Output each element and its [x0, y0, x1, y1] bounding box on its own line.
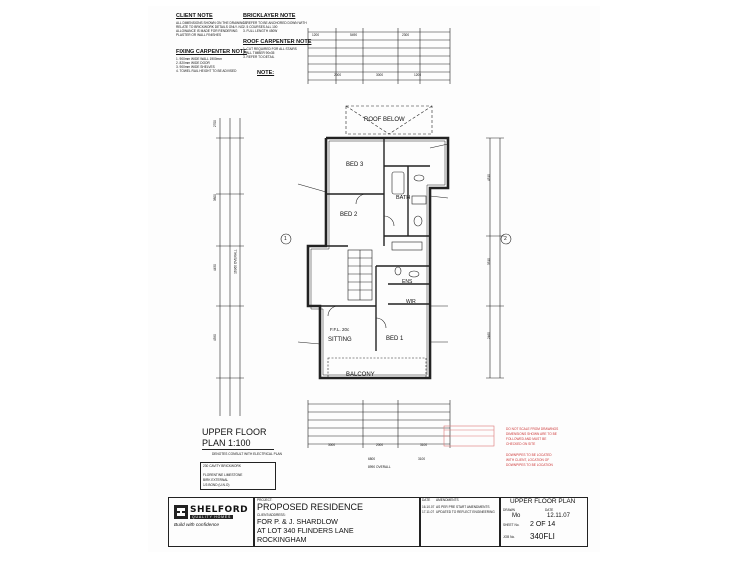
left-dim-overall: 16960 OVERALL	[233, 249, 238, 274]
roof-below-label: ROOF BELOW	[364, 117, 405, 123]
bottom-dim: 2000	[376, 443, 384, 447]
job-no-label: JOB No.	[503, 535, 516, 539]
title-block-logo-cell	[168, 497, 254, 547]
brand-name: SHELFORD	[190, 505, 249, 515]
brand-tagline: Build with confidence	[174, 523, 220, 528]
disclaimer-line: DOWNPIPES TO BE LOCATED	[506, 453, 552, 457]
legend-finish-a: BIRK EXTERNAL	[203, 478, 229, 482]
client-note-line: PLASTER OR WALL FINISHES	[176, 33, 222, 37]
left-dim: 2700	[212, 120, 217, 128]
legend-divider	[202, 449, 274, 450]
shelford-logo: SHELFORD QUALITY HOMES Build with confid…	[174, 505, 248, 531]
top-dim: 2000	[334, 73, 342, 77]
disclaimer-line: DOWNPIPES TO BE LOCATION	[506, 463, 553, 467]
left-dim: 4450	[212, 264, 217, 272]
plan-scale: PLAN 1:100	[202, 438, 251, 448]
bricklayer-note-line: 2. 5 COURSES ALL 100	[243, 25, 278, 29]
room-label-sitting: SITTING	[328, 337, 352, 343]
top-dim: 1200	[414, 73, 422, 77]
left-dim: 4390	[212, 334, 217, 342]
room-label-bed-2: BED 2	[340, 212, 358, 218]
drawn-label: DRAWN	[503, 508, 515, 512]
client-note-line: RELATE TO BRICKWORK DETAILS ONLY. NO	[176, 25, 244, 29]
amend-header-date: DATE	[422, 498, 431, 502]
title-block-amend-cell	[420, 497, 500, 547]
client-note-line: ALL DIMENSIONS SHOWN ON THE DRAWINGS	[176, 21, 247, 25]
shelford-logo-mark-icon	[174, 505, 188, 519]
fixing-note-title: FIXING CARPENTER NOTE	[176, 49, 247, 55]
room-label-wir: WIR	[406, 299, 416, 305]
date-value: 12.11.07	[547, 513, 570, 519]
top-dim: 3000	[376, 73, 384, 77]
sheet-no-label: SHEET No.	[503, 523, 520, 527]
date-label: DATE	[545, 508, 554, 512]
right-dim: 4310	[486, 174, 491, 182]
roof-note-title: ROOF CARPENTER NOTE	[243, 39, 312, 45]
legend-limestone: FLORENTINE LIMESTONE	[203, 473, 243, 477]
title-block-project-cell	[254, 497, 420, 547]
fixing-note-line: 1. 900mm WIDE WALL 1900mm	[176, 57, 222, 61]
ffl-label: F.F.L. 20c	[330, 327, 350, 332]
grid-mark: 2	[504, 236, 507, 242]
drawing-sheet	[148, 6, 600, 552]
disclaimer-line: FOLLOWED AND MUST BE	[506, 437, 547, 441]
fixing-note-line: 2. 820mm WIDE DOOR	[176, 61, 210, 65]
project-label: PROJECT:	[257, 498, 273, 502]
room-label-bed-1: BED 1	[386, 336, 404, 342]
amend-row-date: 16.10.07	[422, 505, 435, 509]
bottom-dim: 3100	[418, 457, 426, 461]
fixing-note-line: 4. TOWEL RAIL HEIGHT TO BE ADVISED	[176, 69, 237, 73]
roof-note-line: 1. CUT REQUIRED FOR ALL STAIRS	[243, 47, 297, 51]
site-suburb: ROCKINGHAM	[257, 535, 307, 544]
client-name: FOR P. & J. SHARDLOW	[257, 517, 338, 526]
bricklayer-note-line: 3. FULL LENGTH 450W	[243, 29, 278, 33]
client-note-title: CLIENT NOTE	[176, 13, 213, 19]
disclaimer-line: DIMENSIONS SHOWN ARE TO BE	[506, 432, 557, 436]
floor-plan-drawing	[216, 28, 512, 448]
room-label-balcony: BALCONY	[346, 372, 375, 378]
bricklayer-note-title: BRICKLAYER NOTE	[243, 13, 296, 19]
room-label-bed-3: BED 3	[346, 162, 364, 168]
top-dim: 2300	[402, 33, 410, 37]
legend-key-note: DENOTES CONSULT WITH ELECTRICAL PLAN	[212, 452, 282, 456]
sheet-title: UPPER FLOOR PLAN	[510, 498, 576, 505]
grid-mark: 1	[284, 236, 287, 242]
left-dim: 3800	[212, 194, 217, 202]
disclaimer-line: DO NOT SCALE FROM DRAWINGS	[506, 427, 559, 431]
client-label: CLIENT/ADDRESS:	[257, 513, 286, 517]
amend-row-text: AS PER PRE START AMENDMENTS	[436, 505, 490, 509]
room-label-ens: ENS	[402, 279, 413, 285]
top-dim: 5490	[350, 33, 358, 37]
bricklayer-note-line: 1. REFER TO BE ANCHORED DOWN WITH	[243, 21, 307, 25]
legend-cavity: 230 CAVITY BRICKWORK	[203, 464, 241, 468]
sheet-no-value: 2 OF 14	[530, 521, 556, 528]
brand-sub: QUALITY HOMES	[190, 515, 234, 519]
amend-row-text: UPDATED TO REFLECT ENGINEERING	[436, 510, 495, 514]
title-block-sheet-cell	[500, 497, 588, 547]
bottom-dim: 3000	[328, 443, 336, 447]
job-no-value: 340FLI	[530, 532, 555, 541]
roof-note-line: 3. REFER TO DETAIL	[243, 55, 275, 59]
amend-header-text: AMENDMENTS	[436, 498, 459, 502]
right-dim: 2460	[486, 332, 491, 340]
right-dim: 3310	[486, 258, 491, 266]
site-address: AT LOT 340 FLINDERS LANE	[257, 526, 354, 535]
client-note-line: ALLOWANCE IS MADE FOR RENDERING	[176, 29, 238, 33]
note-title: NOTE:	[257, 70, 275, 76]
amend-row-date: 17.11.07	[422, 510, 435, 514]
disclaimer-line: CHECKED ON SITE	[506, 442, 536, 446]
drawn-value: Mo	[512, 513, 521, 519]
plan-title: UPPER FLOOR	[202, 427, 267, 437]
top-dim: 1200	[312, 33, 320, 37]
room-label-bath: BATH	[396, 195, 411, 201]
roof-note-line: 2. ALL TIMBER 90x35	[243, 51, 275, 55]
fixing-note-line: 3. 900mm WIDE SHELVES	[176, 65, 215, 69]
bottom-dim: 6800	[368, 457, 376, 461]
bottom-dim: 3100	[420, 443, 428, 447]
project-name: PROPOSED RESIDENCE	[257, 502, 364, 512]
disclaimer-line: WITH CLIENT, LOCATION OF	[506, 458, 550, 462]
legend-box	[200, 462, 276, 490]
bottom-dim: 8990 OVERALL	[368, 465, 391, 469]
legend-finish-b: 1/3 BOND (U.N.O)	[203, 483, 230, 487]
